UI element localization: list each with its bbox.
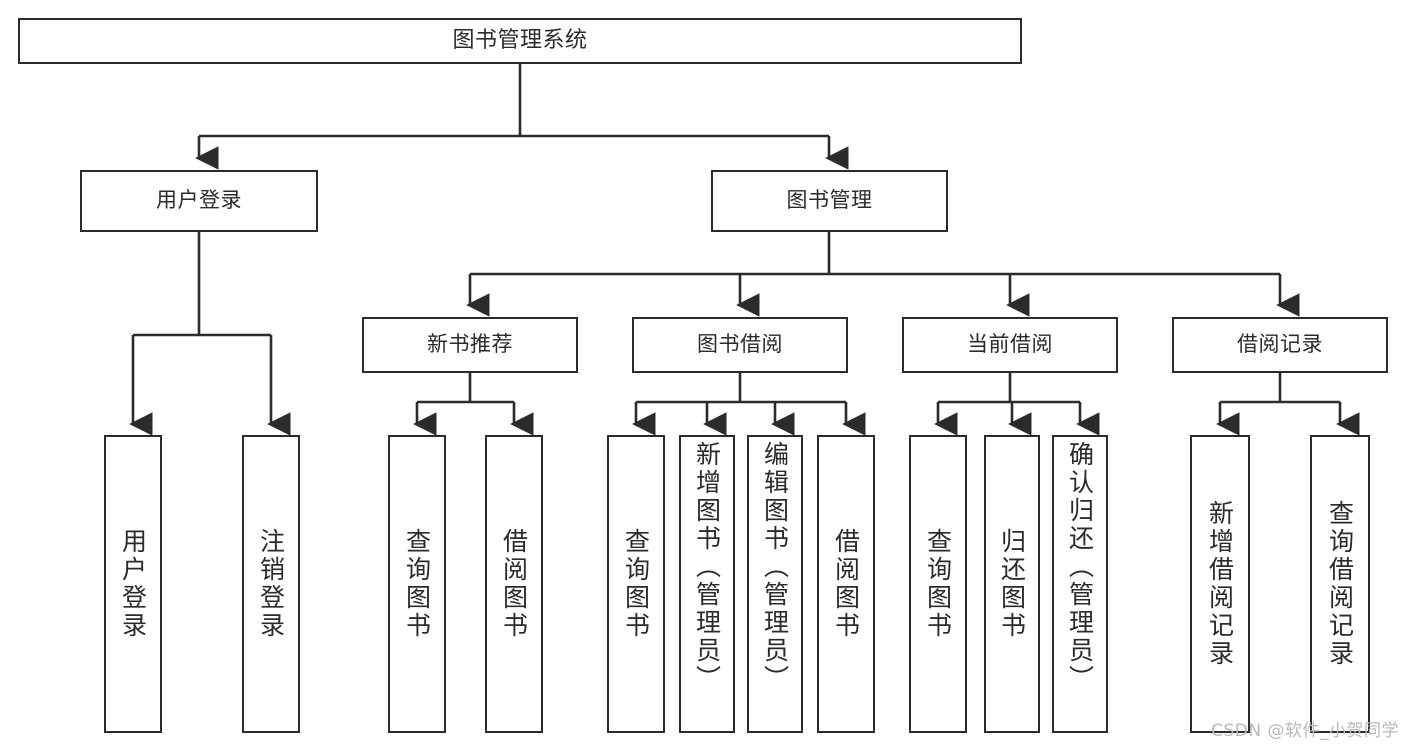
node-root[interactable]: 图书管理系统 <box>18 18 1022 64</box>
node-leaf-query-book-3[interactable]: 查询图书 <box>909 435 967 733</box>
node-leaf-confirm-return-label: 确认归还（管理员） <box>1065 441 1095 693</box>
node-leaf-user-logout[interactable]: 注销登录 <box>242 435 300 733</box>
node-leaf-query-record-label: 查询借阅记录 <box>1325 500 1355 668</box>
node-leaf-query-record[interactable]: 查询借阅记录 <box>1310 435 1370 733</box>
node-leaf-query-book-2[interactable]: 查询图书 <box>607 435 665 733</box>
node-leaf-query-book-1[interactable]: 查询图书 <box>388 435 446 733</box>
node-leaf-borrow-book-2-label: 借阅图书 <box>831 528 861 640</box>
node-leaf-add-book[interactable]: 新增图书（管理员） <box>679 435 735 733</box>
node-leaf-borrow-book-2[interactable]: 借阅图书 <box>817 435 875 733</box>
node-root-label: 图书管理系统 <box>452 27 588 53</box>
node-book-manage[interactable]: 图书管理 <box>711 170 948 232</box>
node-leaf-user-login-label: 用户登录 <box>118 528 148 640</box>
node-user-login[interactable]: 用户登录 <box>80 170 318 232</box>
node-leaf-user-logout-label: 注销登录 <box>256 528 286 640</box>
node-leaf-query-book-1-label: 查询图书 <box>402 528 432 640</box>
node-leaf-query-book-3-label: 查询图书 <box>923 528 953 640</box>
node-new-book-rec-label: 新书推荐 <box>427 332 513 357</box>
node-book-borrow-label: 图书借阅 <box>697 332 783 357</box>
node-leaf-return-book[interactable]: 归还图书 <box>984 435 1040 733</box>
node-current-borrow[interactable]: 当前借阅 <box>902 317 1118 373</box>
node-borrow-record[interactable]: 借阅记录 <box>1172 317 1388 373</box>
node-leaf-query-book-2-label: 查询图书 <box>621 528 651 640</box>
node-leaf-edit-book[interactable]: 编辑图书（管理员） <box>747 435 803 733</box>
watermark: CSDN @软件_小贺同学 <box>1211 721 1399 741</box>
node-leaf-add-book-label: 新增图书（管理员） <box>692 441 722 693</box>
node-leaf-add-record-label: 新增借阅记录 <box>1205 500 1235 668</box>
node-leaf-confirm-return[interactable]: 确认归还（管理员） <box>1052 435 1108 733</box>
node-leaf-user-login[interactable]: 用户登录 <box>104 435 162 733</box>
node-leaf-add-record[interactable]: 新增借阅记录 <box>1190 435 1250 733</box>
node-book-borrow[interactable]: 图书借阅 <box>632 317 848 373</box>
node-leaf-borrow-book-1[interactable]: 借阅图书 <box>485 435 543 733</box>
node-book-manage-label: 图书管理 <box>786 188 873 213</box>
node-leaf-borrow-book-1-label: 借阅图书 <box>499 528 529 640</box>
node-current-borrow-label: 当前借阅 <box>967 332 1053 357</box>
node-user-login-label: 用户登录 <box>156 188 242 213</box>
node-leaf-return-book-label: 归还图书 <box>997 528 1027 640</box>
node-new-book-rec[interactable]: 新书推荐 <box>362 317 578 373</box>
node-borrow-record-label: 借阅记录 <box>1237 332 1323 357</box>
node-leaf-edit-book-label: 编辑图书（管理员） <box>760 441 790 693</box>
